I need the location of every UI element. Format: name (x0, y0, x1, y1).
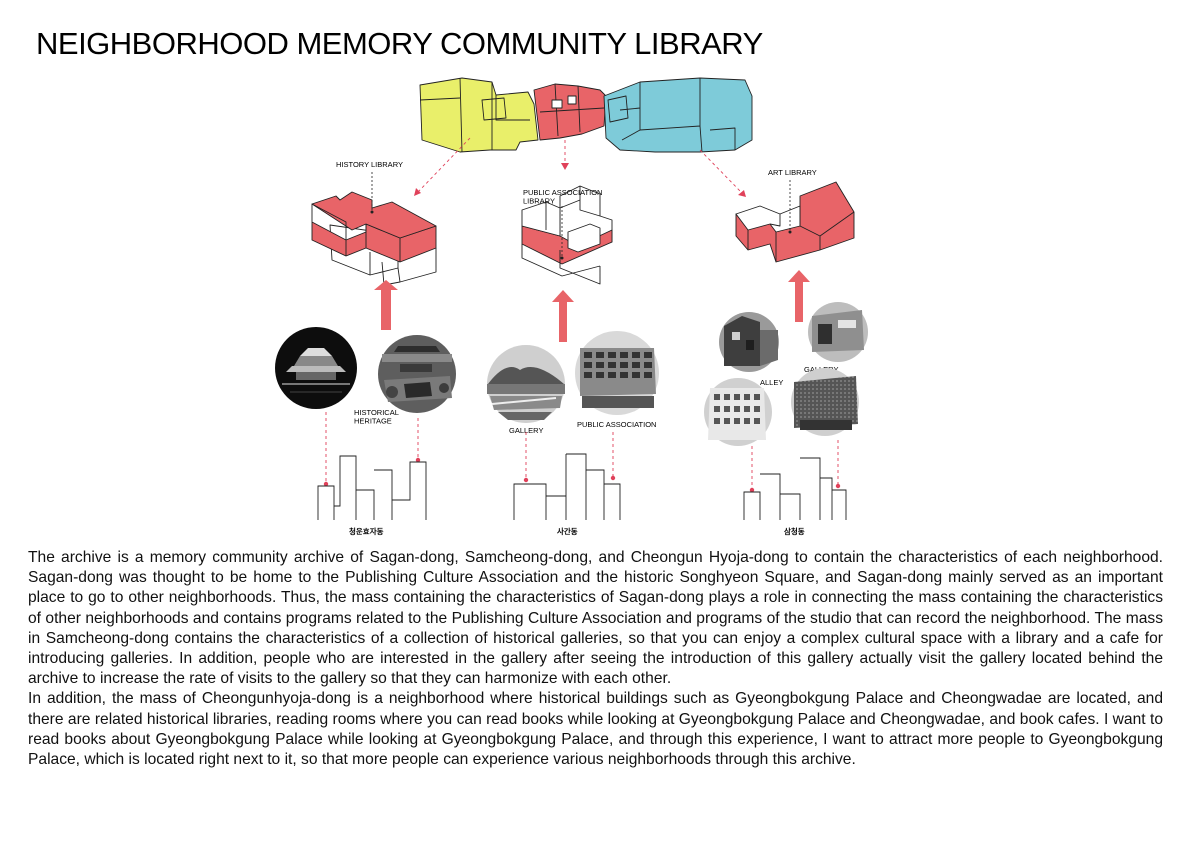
history-library-mass (311, 191, 437, 286)
photo-palace-aerial (378, 335, 456, 413)
photo-alley (719, 312, 779, 372)
alley-label: ALLEY (760, 378, 783, 387)
skyline-cheongun-hyoja (317, 455, 427, 520)
mass-yellow-cheongun (419, 77, 539, 153)
neighborhood-label-sagan: 사간동 (557, 526, 578, 536)
dashed-arrows (417, 137, 743, 194)
mass-red-sagan (533, 83, 607, 141)
up-arrow-right (788, 270, 810, 322)
skyline-samcheong (743, 457, 847, 520)
art-library-mass (735, 181, 855, 263)
photo-connectors (325, 412, 839, 488)
gallery-center-label: GALLERY (509, 426, 543, 435)
neighborhood-label-samcheong: 삼청동 (784, 526, 805, 536)
up-arrows (374, 270, 810, 342)
photo-public-association-building (575, 331, 659, 415)
skyline-sagan (513, 453, 621, 520)
public-association-photo-label: PUBLIC ASSOCIATION (577, 420, 656, 429)
history-library-label: HISTORY LIBRARY (336, 160, 403, 169)
description-paragraph-1: The archive is a memory community archiv… (28, 549, 1163, 688)
neighborhood-label-cheongun: 청운효자동 (349, 526, 384, 536)
up-arrow-center (552, 290, 574, 342)
description-paragraph-2: In addition, the mass of Cheongunhyoja-d… (28, 690, 1163, 769)
page-title: NEIGHBORHOOD MEMORY COMMUNITY LIBRARY (36, 26, 763, 61)
up-arrow-left (374, 280, 398, 330)
photo-gallery-facade (791, 368, 859, 436)
photo-landscape (487, 345, 565, 423)
mass-cyan-samcheong (603, 77, 753, 153)
public-association-library-mass (521, 185, 613, 285)
combined-mass-model (419, 77, 753, 153)
photo-gallery-small (808, 302, 868, 362)
photo-palace-night (275, 327, 357, 409)
description: The archive is a memory community archiv… (28, 548, 1163, 770)
art-library-label: ART LIBRARY (768, 168, 817, 177)
photo-white-building (704, 378, 772, 446)
